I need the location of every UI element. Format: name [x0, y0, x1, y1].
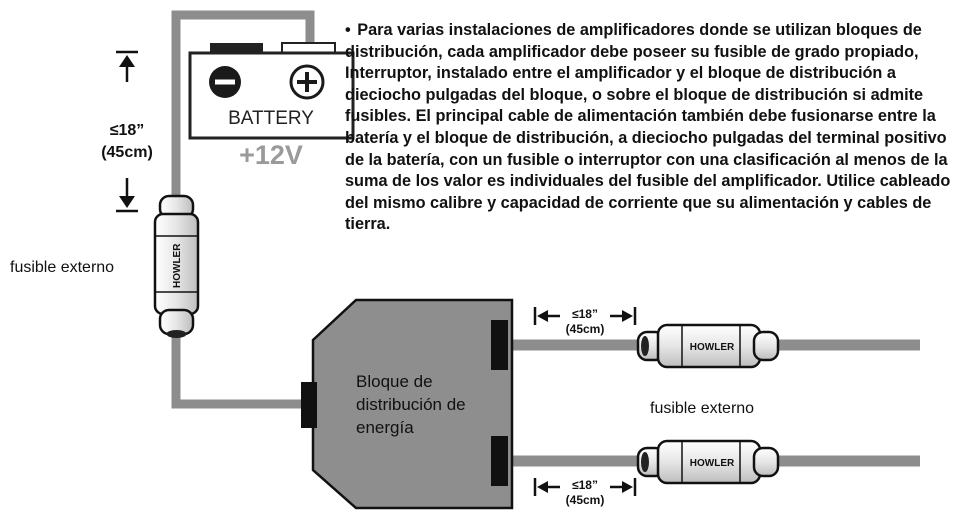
bottom-output-fuse-brand: HOWLER — [690, 458, 735, 469]
top-output-fuse-brand: HOWLER — [690, 342, 735, 353]
top-output-distance-marker: ≤18” (45cm) — [533, 307, 637, 336]
bullet-icon: • — [345, 21, 351, 39]
block-input-terminal — [301, 382, 317, 428]
installation-note: • Para varias instalaciones de amplifica… — [345, 20, 970, 236]
main-fuse: HOWLER — [153, 194, 200, 338]
bottom-output-distance-marker: ≤18” (45cm) — [533, 478, 637, 507]
main-power-wire — [171, 10, 315, 409]
block-label-line1: Bloque de — [356, 372, 433, 391]
main-fuse-brand: HOWLER — [172, 243, 183, 288]
bottom-output-distance-metric: (45cm) — [566, 493, 605, 507]
main-fuse-distance-metric: (45cm) — [101, 144, 153, 161]
top-output-distance-value: ≤18” — [572, 307, 598, 321]
bottom-output-distance-value: ≤18” — [572, 478, 598, 492]
output-fuses-label: fusible externo — [650, 400, 754, 417]
output-wires — [505, 339, 920, 467]
block-label-line2: distribución de — [356, 395, 466, 414]
block-label-line3: energía — [356, 418, 414, 437]
battery-voltage: +12V — [239, 140, 303, 170]
bottom-output-fuse: HOWLER — [636, 439, 780, 485]
main-fuse-label: fusible externo — [10, 259, 114, 276]
battery-label: BATTERY — [228, 108, 314, 129]
top-output-distance-metric: (45cm) — [566, 322, 605, 336]
battery: BATTERY +12V — [188, 42, 355, 170]
main-fuse-distance-value: ≤18” — [110, 122, 145, 139]
block-output-terminal-top — [491, 320, 508, 370]
main-fuse-distance-marker: ≤18” (45cm) — [101, 50, 153, 213]
installation-note-text: Para varias instalaciones de amplificado… — [345, 21, 951, 234]
distribution-block: Bloque de distribución de energía — [301, 298, 514, 510]
block-output-terminal-bottom — [491, 436, 508, 486]
top-output-fuse: HOWLER — [636, 323, 780, 369]
